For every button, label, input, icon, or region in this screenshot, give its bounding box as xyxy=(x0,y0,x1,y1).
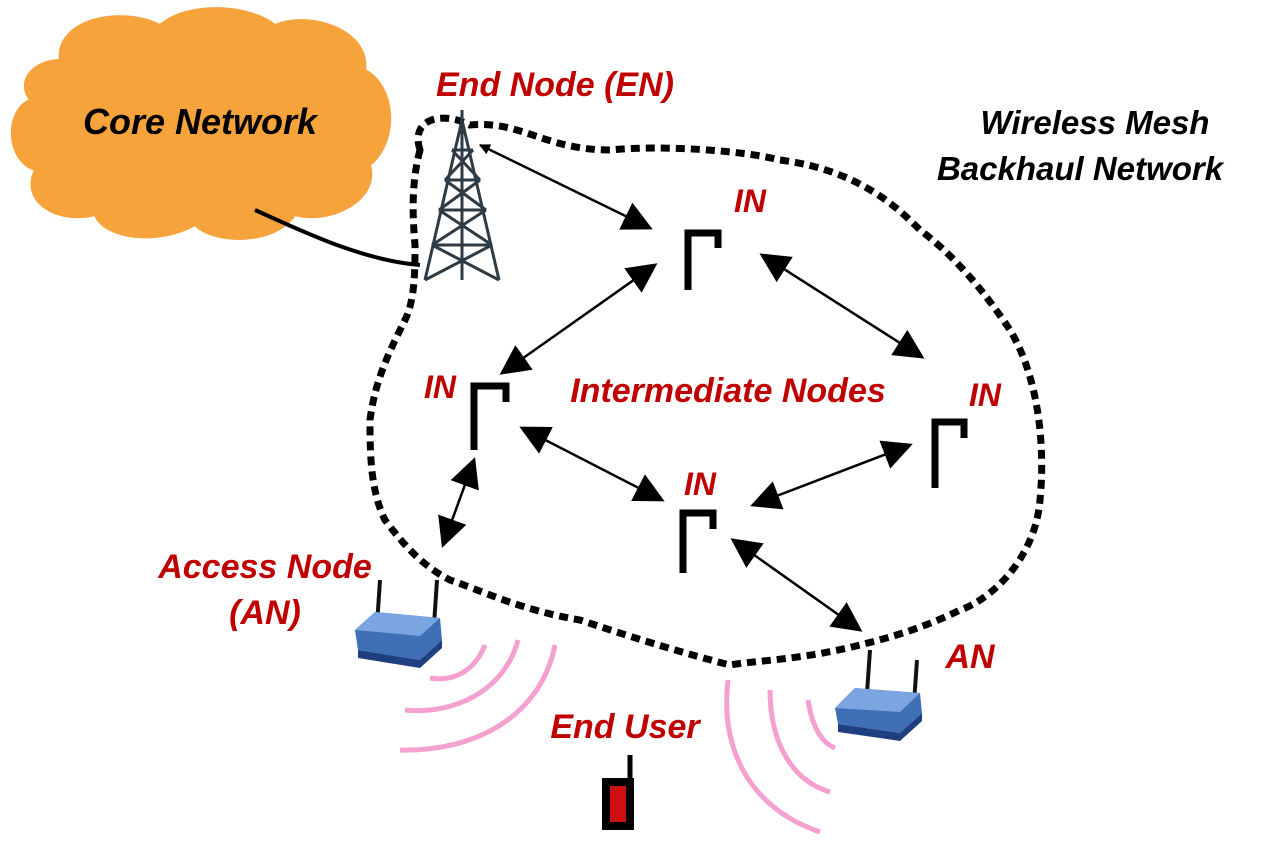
mesh-boundary xyxy=(366,114,1046,669)
mesh-title-line2: Backhaul Network xyxy=(937,150,1225,187)
mesh-links xyxy=(438,143,925,632)
cloud-icon xyxy=(10,7,391,240)
end-user-label: End User xyxy=(550,708,701,746)
phone-icon xyxy=(602,755,634,830)
intermediate-nodes-label: Intermediate Nodes xyxy=(570,372,886,410)
access-node-label-line1: Access Node xyxy=(157,548,372,586)
access-node-label-line2: (AN) xyxy=(229,594,301,632)
end-node-label: End Node (EN) xyxy=(436,66,674,104)
in-label-right: IN xyxy=(969,377,1002,413)
signal-waves-left xyxy=(399,639,558,753)
in-label-left: IN xyxy=(424,369,457,405)
antenna-icon xyxy=(931,418,968,488)
router-icon xyxy=(355,579,442,668)
antenna-icon xyxy=(470,382,510,450)
mesh-title-line1: Wireless Mesh xyxy=(981,104,1210,141)
core-link xyxy=(254,208,421,267)
in-label-top: IN xyxy=(734,183,767,219)
tower-icon xyxy=(423,110,501,282)
signal-waves-right xyxy=(724,679,837,835)
core-network-label: Core Network xyxy=(83,101,319,142)
antenna-icon xyxy=(684,229,722,290)
in-label-bottom: IN xyxy=(684,466,717,502)
an-right-label: AN xyxy=(944,638,996,676)
router-icon xyxy=(835,649,922,741)
antenna-icon xyxy=(679,509,717,573)
